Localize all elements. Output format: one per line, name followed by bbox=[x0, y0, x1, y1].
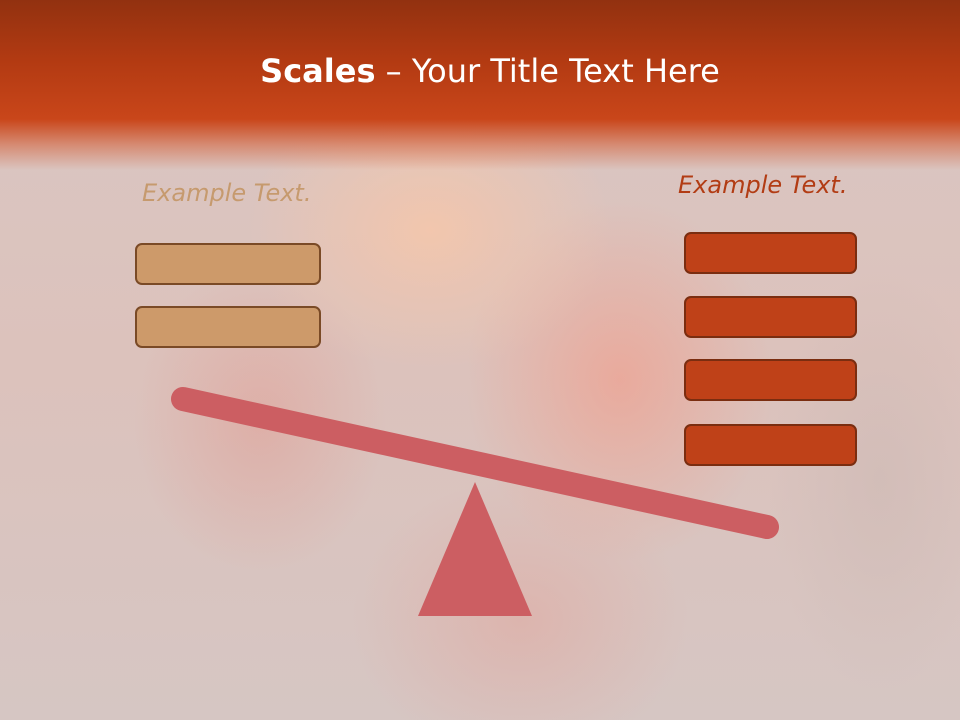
title-rest: – Your Title Text Here bbox=[375, 52, 720, 90]
right-box-2[interactable] bbox=[684, 296, 857, 338]
left-label: Example Text. bbox=[142, 179, 312, 207]
left-box-1[interactable] bbox=[135, 243, 321, 285]
scale-beam bbox=[171, 387, 779, 539]
slide-title: Scales – Your Title Text Here bbox=[0, 52, 960, 90]
right-box-3[interactable] bbox=[684, 359, 857, 401]
title-bold: Scales bbox=[260, 52, 376, 90]
left-box-2[interactable] bbox=[135, 306, 321, 348]
scale-fulcrum bbox=[418, 482, 532, 616]
right-box-1[interactable] bbox=[684, 232, 857, 274]
right-box-4[interactable] bbox=[684, 424, 857, 466]
title-bar bbox=[0, 0, 960, 170]
right-label: Example Text. bbox=[678, 171, 848, 199]
